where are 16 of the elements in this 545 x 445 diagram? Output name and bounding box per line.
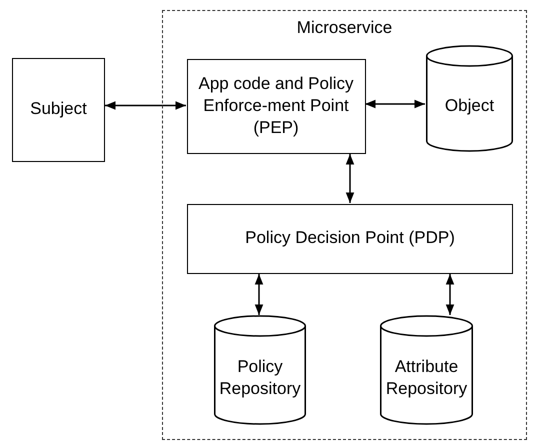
arrow — [365, 100, 425, 108]
process-box — [187, 204, 513, 274]
container-title: Microservice — [296, 17, 394, 39]
arrow — [105, 101, 186, 110]
process-box — [12, 58, 105, 162]
arrow — [254, 274, 264, 315]
container-boundary — [162, 10, 527, 440]
box-label: App code and Policy Enforce-ment Point (PEP) — [198, 72, 354, 140]
box-label: Policy Decision Point (PDP) — [244, 227, 456, 250]
cylinder-label: Policy Repository — [218, 356, 302, 400]
cylinder-label: Object — [444, 95, 496, 118]
cylinder-label: Attribute Repository — [384, 356, 468, 400]
box-label: Subject — [29, 98, 88, 120]
process-box — [187, 59, 366, 154]
arrow — [346, 154, 354, 203]
arrow — [446, 274, 454, 315]
